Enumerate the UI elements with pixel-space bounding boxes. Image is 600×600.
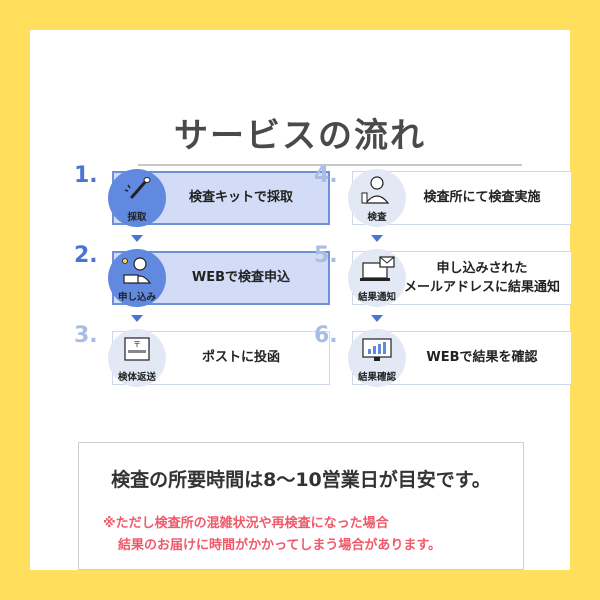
swab-icon [124, 177, 151, 199]
monitor-chart-icon [362, 338, 392, 361]
step-icon-label: 結果確認 [357, 372, 396, 383]
page-title: サービスの流れ [174, 116, 426, 156]
step-label: 検査キットで採取 [188, 190, 293, 206]
step-label-line: 申し込みされた [436, 260, 528, 276]
arrow-down-icon [371, 315, 383, 322]
step-icon-circle: 結果確認 [348, 329, 406, 387]
laptop-mail-icon [360, 256, 395, 281]
lead-time-note: ※ただし検査所の混雑状況や再検査になった場合 結果のお届けに時間がかかってしまう… [103, 513, 513, 557]
step-number: 3. [74, 323, 98, 348]
step-number: 2. [74, 243, 98, 268]
step-icon-label: 申し込み [117, 292, 156, 303]
lab-worker-icon [361, 176, 390, 204]
step-label: 申し込みされた メールアドレスに結果通知 [404, 259, 560, 298]
step-icon-circle: 〒 検体返送 [108, 329, 166, 387]
step-label: ポストに投函 [201, 350, 280, 366]
mailbox-icon: 〒 [124, 337, 150, 361]
step-icon-label: 検査 [367, 212, 387, 223]
step-number: 5. [314, 243, 338, 268]
step-icon-label: 結果通知 [357, 292, 396, 303]
title-divider [138, 164, 522, 166]
step-icon-circle: 結果通知 [348, 249, 406, 307]
step-icon-circle: 検査 [348, 169, 406, 227]
step-label: 検査所にて検査実施 [423, 190, 541, 206]
note-line: 結果のお届けに時間がかかってしまう場合があります。 [118, 538, 442, 554]
step-number: 4. [314, 163, 338, 188]
svg-text:〒: 〒 [133, 340, 141, 349]
arrow-down-icon [131, 315, 143, 322]
step-icon-circle: 申し込み [108, 249, 166, 307]
step-number: 6. [314, 323, 338, 348]
step-icon-label: 採取 [127, 212, 147, 223]
service-flow-card: サービスの流れ 1. 検査キットで採取 採取 2. WEBで検査申込 [30, 30, 572, 570]
step-icon-label: 検体返送 [117, 372, 156, 383]
step-number: 1. [74, 163, 98, 188]
arrow-down-icon [131, 235, 143, 242]
lead-time-notice: 検査の所要時間は8〜10営業日が目安です。 ※ただし検査所の混雑状況や再検査にな… [78, 442, 524, 570]
note-line: ※ただし検査所の混雑状況や再検査になった場合 [103, 516, 389, 531]
step-label: WEBで結果を確認 [426, 350, 538, 366]
step-label: WEBで検査申込 [191, 270, 291, 286]
lead-time-text: 検査の所要時間は8〜10営業日が目安です。 [111, 469, 491, 491]
step-label-line: メールアドレスに結果通知 [403, 280, 560, 295]
arrow-down-icon [371, 235, 383, 242]
step-icon-circle: 採取 [108, 169, 166, 227]
person-laptop-icon [122, 257, 152, 284]
